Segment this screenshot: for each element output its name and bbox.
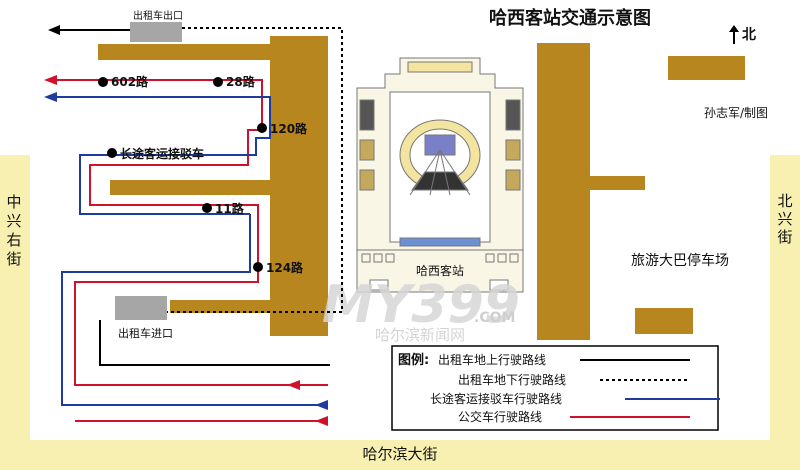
stop-120-label: 120路 bbox=[270, 121, 308, 136]
bus-parking-label: 旅游大巴停车场 bbox=[631, 252, 729, 269]
station-label: 哈西客站 bbox=[416, 263, 464, 278]
shuttle-route-arrow-upper bbox=[44, 92, 57, 102]
watermark-subtitle: 哈尔滨新闻网 bbox=[375, 326, 465, 344]
street-left-char-3: 右 bbox=[6, 231, 21, 249]
station-cell-4 bbox=[485, 253, 495, 263]
station-gate-left bbox=[369, 279, 389, 291]
station-ray-4 bbox=[439, 149, 451, 196]
station-cell-1 bbox=[361, 253, 371, 263]
taxi-entrance-zone bbox=[115, 296, 167, 320]
station-cell-6 bbox=[509, 253, 519, 263]
street-right-char-3: 街 bbox=[777, 228, 792, 246]
legend-item-1-label: 出租车地上行驶路线 bbox=[438, 352, 546, 367]
building-east-arm bbox=[590, 176, 645, 190]
station-gate-right bbox=[489, 279, 509, 291]
station-building bbox=[356, 57, 524, 293]
street-left-char-2: 兴 bbox=[6, 212, 21, 230]
shuttle-route-upper bbox=[56, 96, 271, 215]
stop-11 bbox=[202, 203, 212, 213]
taxi-underground-route bbox=[167, 27, 343, 313]
station-roof-top bbox=[407, 61, 473, 73]
street-left-char-1: 中 bbox=[6, 193, 21, 211]
watermark-domain: .COM bbox=[474, 310, 515, 326]
legend-item-2-label: 出租车地下行驶路线 bbox=[458, 372, 566, 387]
bus-route-arrow-upper bbox=[44, 75, 57, 85]
station-cell-3 bbox=[385, 253, 395, 263]
watermark-logo: MY399 bbox=[322, 275, 520, 335]
station-ray-3 bbox=[429, 149, 441, 196]
north-label: 北 bbox=[742, 27, 756, 43]
map-title: 哈西客站交通示意图 bbox=[489, 7, 651, 29]
bus-route-upper bbox=[56, 79, 263, 265]
bus-route-arrow-lower-1 bbox=[287, 380, 300, 390]
station-left-block-2 bbox=[359, 139, 375, 161]
legend-item-4-label: 公交车行驶路线 bbox=[458, 409, 542, 424]
taxi-exit-label: 出租车出口 bbox=[133, 9, 183, 22]
stop-124-label: 124路 bbox=[266, 260, 304, 275]
stop-28 bbox=[213, 77, 223, 87]
stop-120 bbox=[257, 123, 267, 133]
stop-28-label: 28路 bbox=[226, 74, 256, 89]
stop-11-label: 11路 bbox=[215, 201, 245, 216]
street-right-char-2: 兴 bbox=[777, 210, 792, 228]
station-right-block-2 bbox=[505, 139, 521, 161]
station-ray-2 bbox=[439, 149, 471, 196]
station-ray-1 bbox=[409, 149, 441, 196]
shuttle-route bbox=[56, 96, 328, 406]
taxi-ground-route bbox=[58, 29, 330, 366]
north-arrow bbox=[729, 25, 739, 44]
credit-label: 孙志军/制图 bbox=[704, 106, 768, 120]
station-right-block-3 bbox=[505, 169, 521, 191]
station-cell-5 bbox=[497, 253, 507, 263]
building-east-main bbox=[537, 43, 590, 340]
station-left-block-1 bbox=[359, 99, 375, 131]
building-west-arm-low bbox=[170, 300, 270, 313]
building-southeast bbox=[635, 308, 693, 334]
street-left-char-4: 街 bbox=[6, 250, 21, 268]
legend-item-3-label: 长途客运接驳车行驶路线 bbox=[430, 391, 562, 406]
building-west-arm-mid bbox=[110, 180, 270, 195]
taxi-exit-arrow bbox=[48, 25, 60, 35]
bus-route-lower bbox=[74, 265, 328, 386]
taxi-entrance-label: 出租车进口 bbox=[118, 326, 173, 340]
stop-602 bbox=[98, 77, 108, 87]
station-core bbox=[424, 134, 456, 156]
station-right-block-1 bbox=[505, 99, 521, 131]
station-platform bbox=[399, 237, 481, 247]
stop-602-label: 602路 bbox=[111, 74, 149, 89]
taxi-exit-zone bbox=[130, 22, 182, 42]
stop-124 bbox=[253, 262, 263, 272]
building-northeast bbox=[668, 56, 745, 80]
station-left-block-3 bbox=[359, 169, 375, 191]
legend-title: 图例: bbox=[398, 352, 429, 368]
street-bottom-label: 哈尔滨大街 bbox=[362, 445, 437, 463]
shuttle-route-lower bbox=[61, 214, 328, 406]
stop-shuttle bbox=[107, 148, 117, 158]
legend: 图例: 出租车地上行驶路线 出租车地下行驶路线 长途客运接驳车行驶路线 公交车行… bbox=[391, 345, 720, 431]
building-west-arm-top bbox=[98, 44, 270, 60]
stop-shuttle-label: 长途客运接驳车 bbox=[120, 146, 204, 161]
stops: 602路 28路 120路 长途客运接驳车 11路 124路 bbox=[98, 74, 308, 275]
building-west-main bbox=[270, 36, 328, 336]
shuttle-route-arrow-lower bbox=[315, 400, 328, 410]
station-cell-2 bbox=[373, 253, 383, 263]
north-arrow-head bbox=[729, 25, 739, 32]
taxi-ground-entrance-line bbox=[99, 320, 330, 366]
street-right-char-1: 北 bbox=[777, 192, 792, 210]
buildings bbox=[98, 36, 745, 340]
